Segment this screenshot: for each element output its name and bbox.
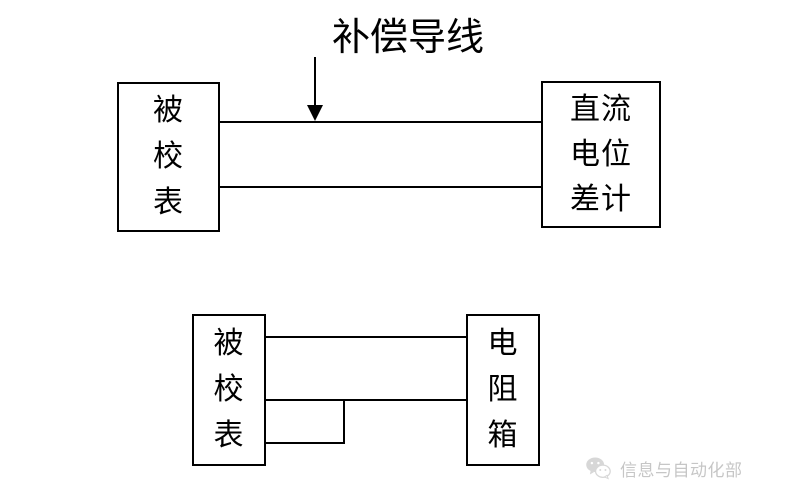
- lower-diagram-signal-wire-top: [265, 336, 467, 338]
- compensation-wire-label: 补偿导线: [332, 15, 485, 59]
- resistance-box: 电 阻 箱: [466, 314, 540, 466]
- box-text-line: 电: [487, 326, 519, 361]
- box-text-line: 箱: [487, 418, 519, 453]
- lower-diagram-shunt-wire-bottom: [265, 442, 345, 444]
- annotation-arrow-stem: [314, 57, 316, 107]
- upper-diagram-signal-wire-top: [219, 121, 542, 123]
- box-text-line: 校: [153, 139, 184, 174]
- box-text-line: 表: [153, 185, 184, 220]
- dc-potentiometer-box: 直流 电位 差计: [541, 81, 661, 228]
- watermark-text: 信息与自动化部: [620, 460, 743, 481]
- upper-device-under-calibration-box: 被 校 表: [117, 82, 220, 232]
- box-text-line: 阻: [487, 372, 519, 407]
- box-text-line: 电位: [570, 137, 632, 172]
- lower-device-under-calibration-box: 被 校 表: [192, 314, 266, 466]
- down-arrow-icon: [307, 105, 323, 121]
- box-text-line: 差计: [570, 182, 632, 217]
- box-text-line: 直流: [570, 92, 632, 127]
- box-text-line: 表: [213, 418, 245, 453]
- box-text-line: 校: [213, 372, 245, 407]
- lower-diagram-shunt-link: [343, 399, 345, 444]
- upper-diagram-signal-wire-bottom: [219, 186, 542, 188]
- watermark: 信息与自动化部: [585, 455, 743, 481]
- box-text-line: 被: [213, 326, 245, 361]
- box-text-line: 被: [153, 93, 184, 128]
- wechat-icon: [586, 457, 611, 480]
- lower-diagram-signal-wire-middle: [265, 399, 467, 401]
